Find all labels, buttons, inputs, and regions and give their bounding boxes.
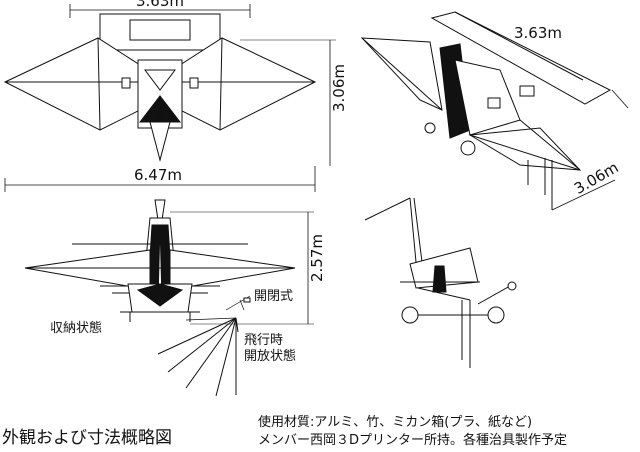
front-view — [3, 4, 336, 192]
diagram-title: 外観および寸法概略図 — [2, 428, 172, 448]
materials-line-2: メンバー西岡３Dプリンター所持。各種治具製作予定 — [258, 433, 568, 448]
front-height-label: 3.06m — [330, 63, 348, 112]
iso-width-label: 3.63m — [514, 24, 563, 42]
bottom-view — [24, 199, 314, 397]
stowed-state-label: 収納状態 — [50, 321, 103, 336]
bottom-height-label: 2.57m — [308, 233, 326, 282]
opening-type-label: 開閉式 — [254, 289, 294, 304]
flight-open-label-line1: 飛行時 — [244, 333, 284, 348]
front-top-width-label: 3.63m — [136, 0, 185, 10]
front-span-label: 6.47m — [134, 166, 183, 184]
flight-open-label-line2: 開放状態 — [244, 349, 297, 364]
side-view — [364, 197, 517, 368]
materials-line-1: 使用材質:アルミ、竹、ミカン箱(プラ、紙など) — [258, 415, 533, 430]
isometric-view — [360, 11, 629, 211]
